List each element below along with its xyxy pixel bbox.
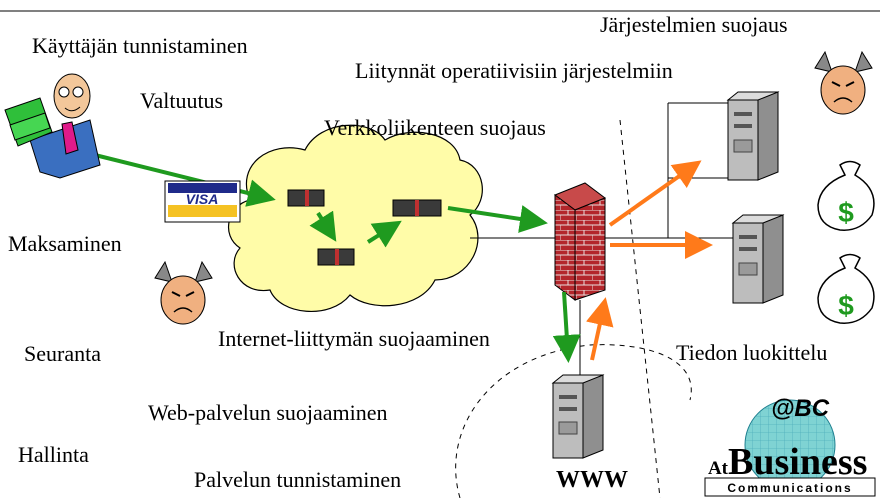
devil-face-icon [814,50,873,115]
at-business-logo: @BC At Business Communications [704,395,876,497]
server-tower-icon [731,214,785,304]
credit-card-icon: VISA [164,180,241,223]
label-traffic-protection: Verkkoliikenteen suojaus [324,115,546,140]
router-icon [317,248,355,266]
money-bag-icon: $ [817,160,875,231]
visa-label: VISA [186,191,219,207]
label-payment: Maksaminen [8,231,122,256]
dmz-boundary [619,119,661,498]
devil-face-icon [154,260,213,325]
label-operational-interfaces: Liitynnät operatiivisiin järjestelmiin [355,58,673,83]
label-authorization: Valtuutus [140,88,223,113]
label-systems-protection: Järjestelmien suojaus [600,12,788,37]
label-www: WWW [556,467,628,493]
label-internet-connection-protection: Internet-liittymän suojaaminen [218,326,490,351]
brick-firewall-icon [553,182,607,301]
label-web-service-protection: Web-palvelun suojaaminen [148,400,388,425]
label-data-classification: Tiedon luokittelu [676,340,827,365]
orange-flow-arrows [586,160,713,361]
router-icon [287,189,325,207]
logo-main: Business [728,441,867,483]
svg-text:$: $ [838,290,854,321]
person-with-money-icon [4,73,101,179]
label-service-identification: Palvelun tunnistaminen [194,467,401,492]
logo-sub: Communications [727,481,852,495]
label-management: Hallinta [18,442,89,467]
label-monitoring: Seuranta [24,341,101,366]
server-tower-icon [726,91,780,181]
server-tower-icon [551,374,605,459]
logo-badge: @BC [771,395,830,422]
logo-at: At [708,458,729,479]
internet-cloud-icon [228,124,483,313]
router-icon [392,199,442,217]
label-user-identification: Käyttäjän tunnistaminen [32,33,248,58]
money-bag-icon: $ [817,253,875,324]
svg-text:$: $ [838,197,854,228]
